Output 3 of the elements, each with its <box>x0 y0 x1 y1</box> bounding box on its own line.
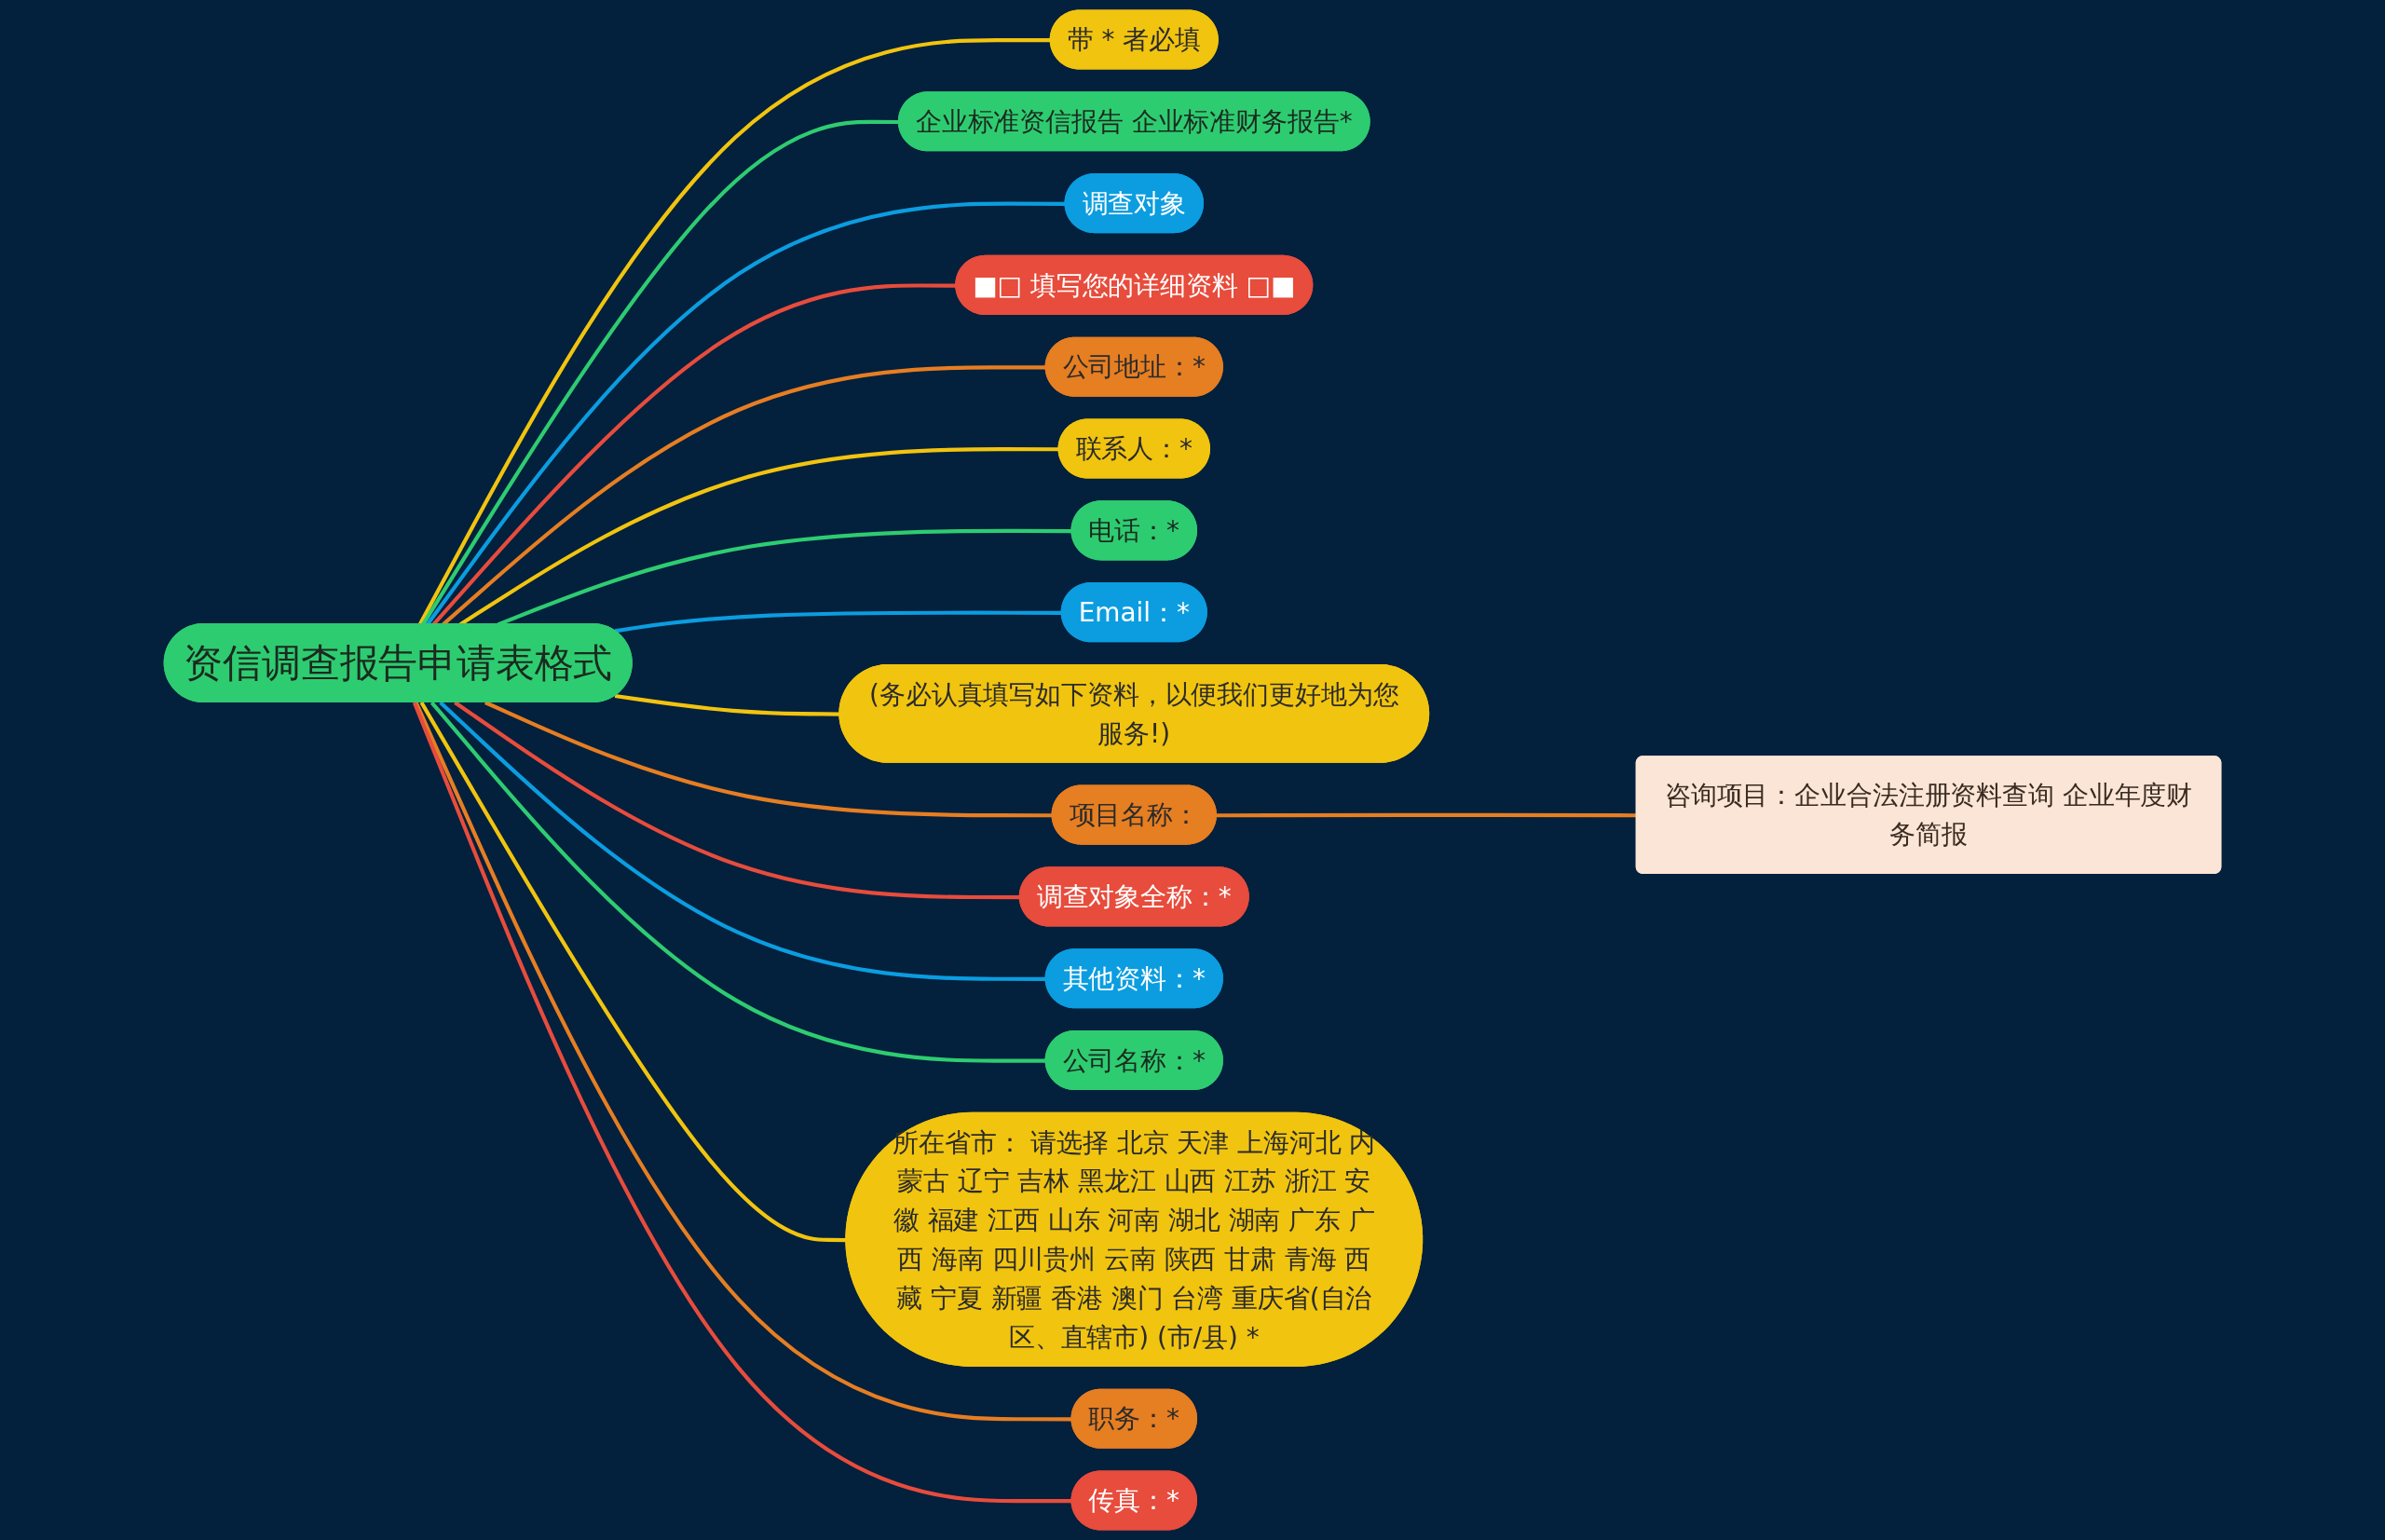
connector <box>419 701 847 1243</box>
connector <box>484 701 1053 818</box>
connector <box>614 693 840 716</box>
